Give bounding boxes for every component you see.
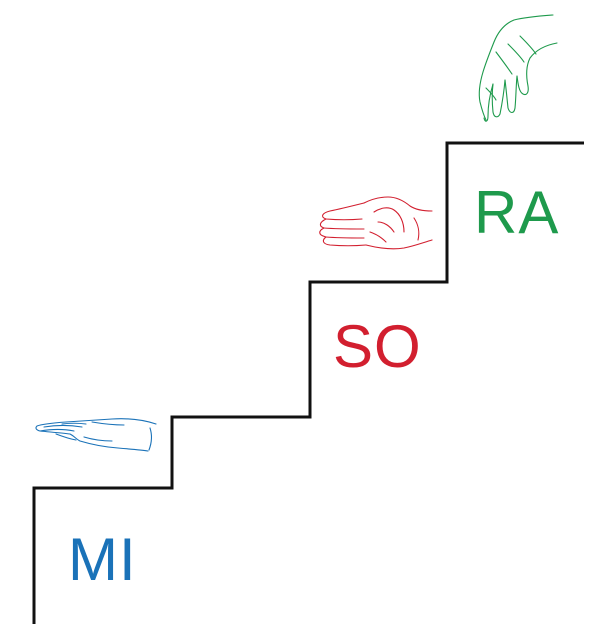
- syllable-label-ra: RA: [474, 179, 560, 246]
- vertical-hand-palm-in-icon: [319, 196, 433, 250]
- hanging-hand-palm-down-icon: [478, 14, 558, 122]
- syllable-label-mi: MI: [68, 526, 137, 593]
- syllable-label-so: SO: [333, 313, 422, 380]
- staircase-line: [32, 141, 584, 624]
- flat-hand-palm-down-icon: [35, 418, 157, 452]
